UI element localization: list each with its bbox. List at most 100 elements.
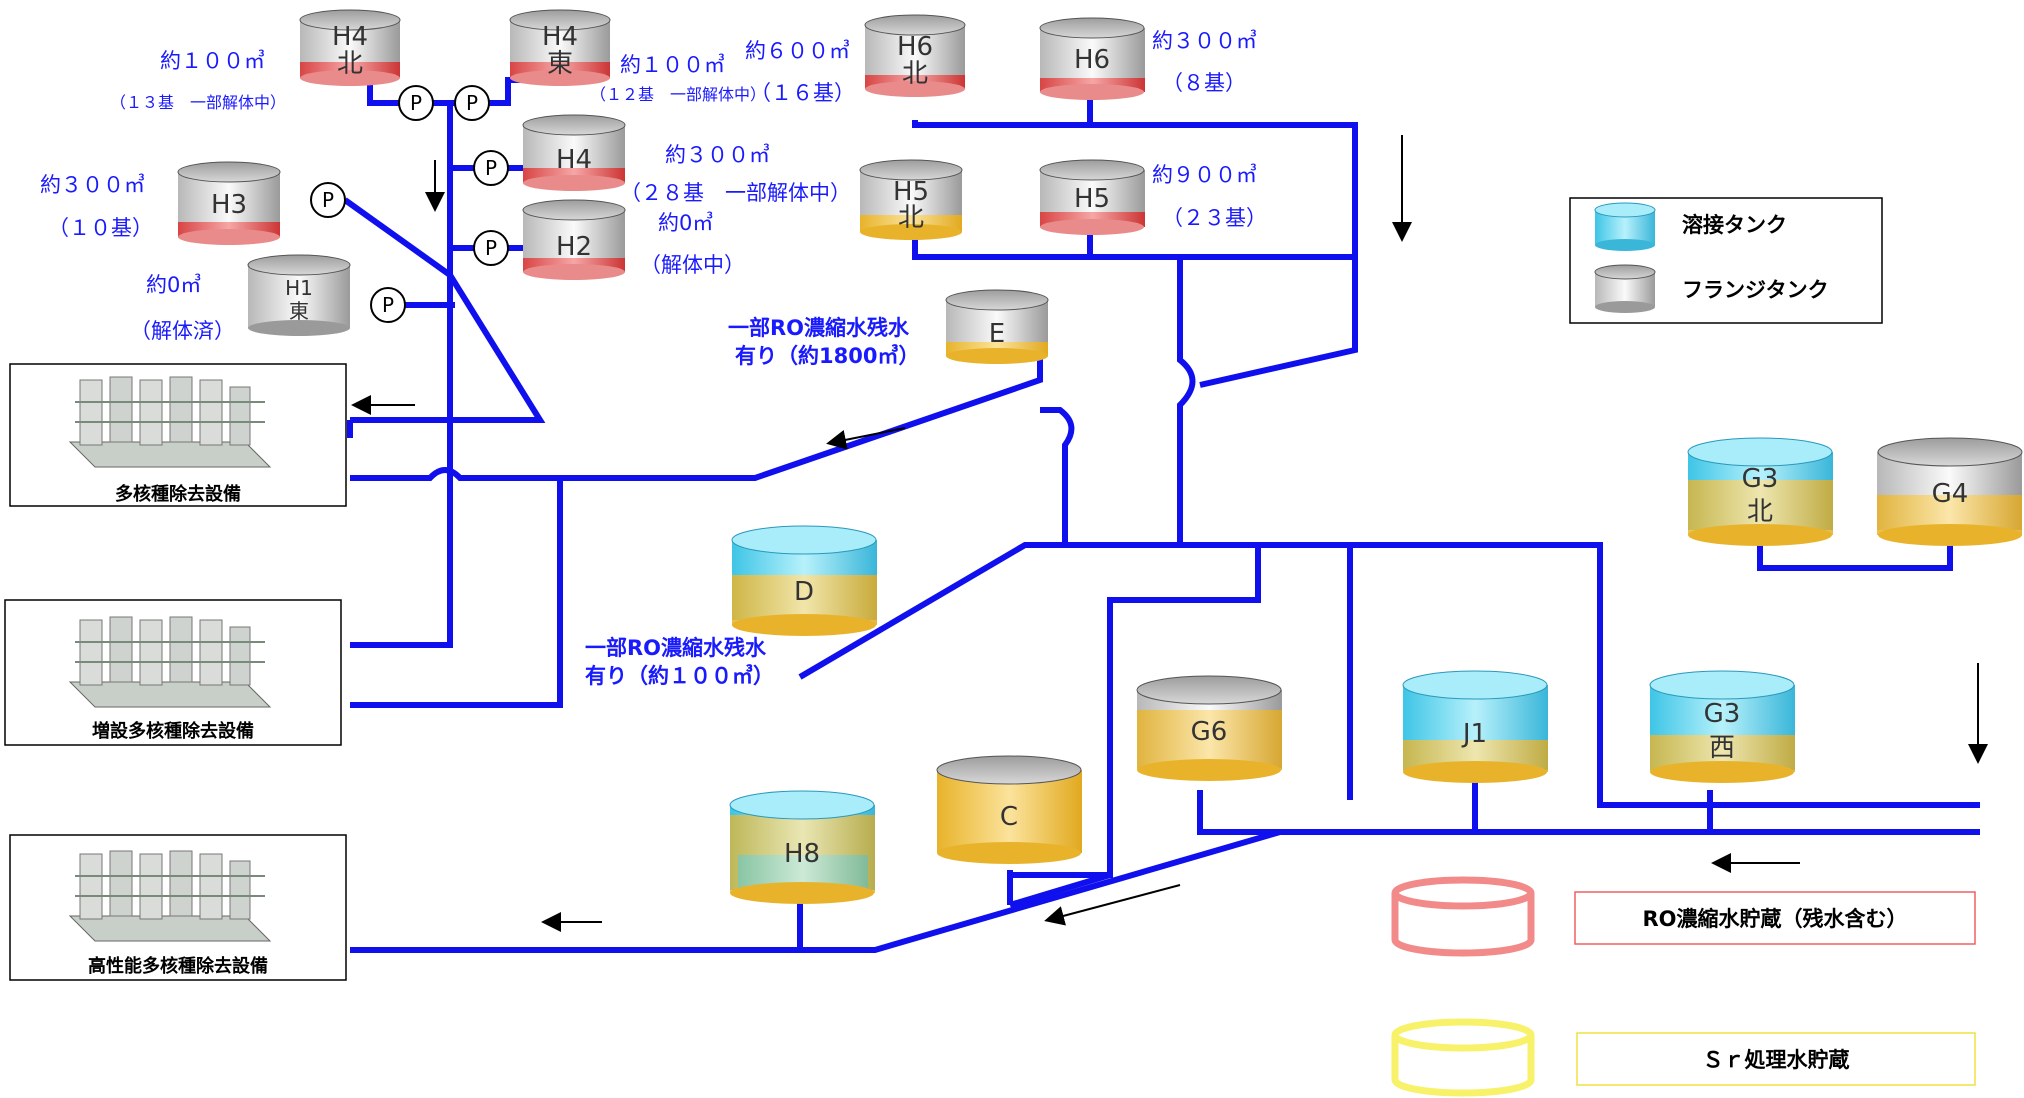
svg-text:（２８基 一部解体中）: （２８基 一部解体中）	[620, 181, 851, 205]
svg-text:（１０基）: （１０基）	[48, 216, 153, 240]
pump-icon: P	[311, 183, 345, 217]
tank-d: D	[732, 526, 877, 636]
ro-ring-icon	[1395, 880, 1531, 953]
pipe-facility2-bottom	[350, 478, 560, 705]
svg-text:東: 東	[547, 49, 573, 79]
svg-text:東: 東	[289, 299, 309, 323]
svg-text:D: D	[794, 577, 814, 607]
svg-text:（１２基 一部解体中）: （１２基 一部解体中）	[590, 85, 766, 104]
svg-text:（１６基）: （１６基）	[750, 81, 855, 105]
tanks: H4 北 H4 東 H6 北 H6	[178, 10, 2022, 904]
tank-g3-west: G3 西	[1650, 671, 1795, 783]
svg-text:増設多核種除去設備: 増設多核種除去設備	[92, 720, 254, 742]
svg-text:（解体中）: （解体中）	[640, 253, 745, 277]
svg-text:Ｓｒ処理水貯蔵: Ｓｒ処理水貯蔵	[1703, 1048, 1850, 1072]
svg-text:約１００㎥: 約１００㎥	[620, 53, 725, 77]
svg-text:西: 西	[1709, 733, 1735, 763]
pump-icon: P	[474, 231, 508, 265]
svg-text:フランジタンク: フランジタンク	[1682, 278, 1829, 302]
svg-text:（８基）: （８基）	[1162, 71, 1246, 95]
flange-tank-icon	[1595, 265, 1655, 313]
facility-equipment-icon	[70, 377, 270, 467]
svg-text:H2: H2	[556, 232, 592, 262]
svg-text:G6: G6	[1191, 717, 1228, 747]
tank-h5: H5	[1040, 160, 1145, 235]
svg-text:J1: J1	[1461, 719, 1487, 749]
svg-text:E: E	[989, 319, 1005, 349]
tank-c: C	[937, 756, 1082, 864]
svg-text:RO濃縮水貯蔵（残水含む）: RO濃縮水貯蔵（残水含む）	[1642, 907, 1907, 931]
tank-e: E	[946, 290, 1048, 364]
svg-text:北: 北	[898, 203, 924, 233]
pump-icon: P	[371, 288, 405, 322]
facility-equipment-icon	[70, 851, 270, 941]
svg-text:H4: H4	[542, 22, 578, 52]
svg-text:有り（約１００㎥）: 有り（約１００㎥）	[585, 664, 774, 688]
sr-ring-icon	[1395, 1022, 1531, 1093]
tank-h4-east: H4 東	[510, 10, 610, 86]
tank-g6: G6	[1137, 676, 1282, 781]
svg-text:（解体済）: （解体済）	[130, 319, 235, 343]
tank-h6: H6	[1040, 18, 1145, 100]
svg-text:H5: H5	[1074, 184, 1110, 214]
svg-text:約0㎥: 約0㎥	[146, 273, 201, 297]
svg-text:有り（約1800㎥）: 有り（約1800㎥）	[735, 344, 919, 368]
facility-equipment-icon	[70, 617, 270, 707]
svg-text:約３００㎥: 約３００㎥	[40, 173, 145, 197]
pump-icon: P	[474, 151, 508, 185]
pipe-bottom-header	[1200, 790, 1980, 832]
svg-text:P: P	[382, 293, 394, 317]
svg-text:P: P	[485, 236, 497, 260]
tank-h3: H3	[178, 162, 280, 245]
svg-text:溶接タンク: 溶接タンク	[1682, 213, 1787, 237]
pump-icon: P	[399, 86, 433, 120]
svg-text:約0㎥: 約0㎥	[658, 211, 713, 235]
svg-text:P: P	[322, 188, 334, 212]
pipe-c-link	[1010, 875, 1110, 905]
svg-text:一部RO濃縮水残水: 一部RO濃縮水残水	[585, 636, 767, 660]
svg-text:G3: G3	[1704, 699, 1741, 729]
svg-text:約３００㎥: 約３００㎥	[1152, 29, 1257, 53]
svg-text:約１００㎥: 約１００㎥	[160, 49, 265, 73]
pipe-h5-header	[915, 230, 1355, 257]
svg-text:C: C	[1000, 802, 1018, 832]
legend-storage: RO濃縮水貯蔵（残水含む） Ｓｒ処理水貯蔵	[1395, 880, 1975, 1093]
tank-h1-east: H1 東	[248, 255, 350, 336]
svg-text:北: 北	[902, 59, 928, 89]
tank-g3-north: G3 北	[1688, 438, 1833, 546]
svg-text:H3: H3	[211, 190, 247, 220]
svg-text:一部RO濃縮水残水: 一部RO濃縮水残水	[728, 316, 910, 340]
svg-text:約６００㎥: 約６００㎥	[745, 39, 850, 63]
tank-h4-north: H4 北	[300, 10, 400, 86]
facilities: 多核種除去設備 増設多核種除去設備	[5, 364, 346, 980]
tank-h2: H2	[523, 200, 625, 280]
welded-tank-icon	[1595, 203, 1655, 251]
pipe-e-jog	[1040, 410, 1071, 545]
tank-h5-north: H5 北	[860, 160, 962, 240]
pump-icon: P	[455, 86, 489, 120]
svg-text:（２３基）: （２３基）	[1162, 206, 1267, 230]
svg-text:H6: H6	[1074, 45, 1110, 75]
pipe-h5-vertical	[1180, 257, 1193, 545]
pipe-main-left	[350, 305, 1040, 478]
svg-text:H4: H4	[556, 145, 592, 175]
tank-h6-north: H6 北	[865, 15, 965, 97]
svg-text:P: P	[485, 156, 497, 180]
svg-text:H8: H8	[784, 839, 820, 869]
tank-h8: H8	[730, 791, 875, 904]
legend-tank-types: 溶接タンク フランジタンク	[1570, 198, 1882, 323]
tank-g4: G4	[1877, 438, 2022, 546]
svg-text:G4: G4	[1932, 479, 1969, 509]
svg-text:H6: H6	[897, 32, 933, 62]
pipe-facility2-top	[350, 275, 450, 645]
facility-alps: 多核種除去設備	[10, 364, 346, 506]
svg-text:約９００㎥: 約９００㎥	[1152, 163, 1257, 187]
svg-text:H4: H4	[332, 22, 368, 52]
svg-text:P: P	[410, 91, 422, 115]
facility-additional-alps: 増設多核種除去設備	[5, 600, 341, 745]
svg-text:北: 北	[1747, 497, 1773, 527]
svg-text:G3: G3	[1742, 464, 1779, 494]
svg-text:H1: H1	[285, 276, 313, 300]
svg-text:P: P	[466, 91, 478, 115]
